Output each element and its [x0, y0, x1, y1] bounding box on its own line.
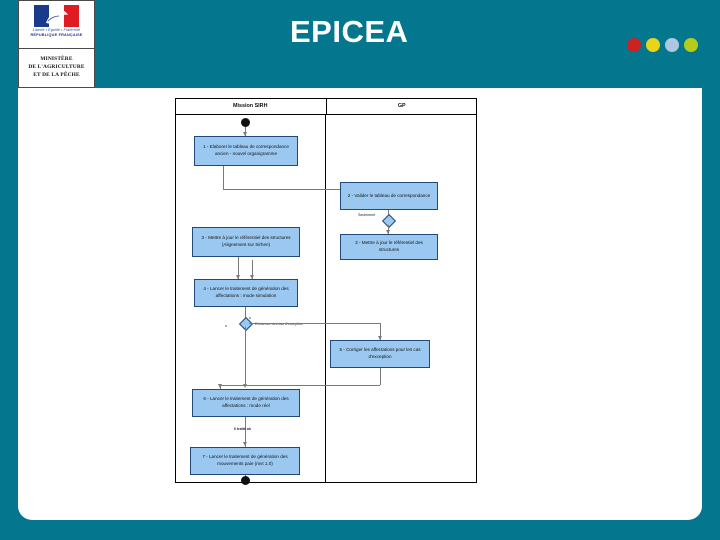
dot-blue-icon — [665, 38, 679, 52]
logo-devise: Liberté • Égalité • Fraternité — [32, 28, 81, 32]
end-node — [241, 476, 250, 485]
edge-step6-step7 — [245, 417, 246, 447]
node-step3-mission[interactable]: 3 - Mettre à jour le référentiel des str… — [192, 227, 300, 257]
edge-label-oui: o — [249, 316, 251, 320]
edge-label-non: n — [225, 324, 227, 328]
edge-label-seulement: Seulement — [358, 213, 376, 217]
edge-step1-down — [223, 166, 224, 189]
edge-step5-down — [380, 368, 381, 385]
arrow-start-step1 — [243, 132, 247, 136]
arrow-step4 — [236, 275, 240, 279]
decorative-dots — [627, 38, 698, 52]
arrow-step4-b — [250, 275, 254, 279]
node-step2[interactable]: 2 - Valider le tableau de correspondance — [340, 182, 438, 210]
lane-headers: Mission SIRH GP — [175, 98, 477, 115]
arrow-step6-b — [243, 384, 247, 388]
edge-step1-right — [223, 189, 388, 190]
node-step4[interactable]: 4 - Lancer le traitement de génération d… — [194, 279, 298, 307]
logo-ministry-cell: MINISTÈRE DE L'AGRICULTURE ET DE LA PÊCH… — [19, 49, 94, 87]
swimlane-flowchart: Mission SIRH GP 1 - Elaborer le tableau … — [160, 98, 477, 490]
french-flag-icon — [33, 5, 80, 27]
marianne-icon — [45, 10, 68, 24]
ministry-line-1: MINISTÈRE — [40, 56, 73, 63]
logo-republique-label: RÉPUBLIQUE FRANÇAISE — [30, 33, 83, 37]
edge-gw-step5 — [380, 323, 381, 340]
edge-gw-down — [245, 327, 246, 385]
page-title: EPICEA — [290, 14, 409, 49]
edge-step3-step4 — [238, 257, 239, 279]
arrow-step3b — [386, 230, 390, 234]
lane-divider — [325, 115, 326, 483]
logo-flag-cell: Liberté • Égalité • Fraternité RÉPUBLIQU… — [19, 1, 94, 49]
dot-green-icon — [684, 38, 698, 52]
arrow-step5 — [378, 336, 382, 340]
edge-gw-right — [249, 323, 380, 324]
edge-step5-left — [220, 385, 380, 386]
node-step1[interactable]: 1 - Elaborer le tableau de correspondanc… — [194, 136, 298, 166]
ministry-line-3: ET DE LA PÊCHE — [33, 71, 80, 78]
republique-francaise-logo: Liberté • Égalité • Fraternité RÉPUBLIQU… — [18, 0, 95, 88]
edge-step4-gw — [245, 307, 246, 322]
edge-label-traitement-ok: 6 traité ok — [234, 427, 251, 431]
lane-header-mission-sirh: Mission SIRH — [175, 98, 327, 114]
edge-label-gw-question: Existence des cas d'exception — [255, 322, 304, 326]
ministry-line-2: DE L'AGRICULTURE — [28, 64, 85, 71]
content-panel: Mission SIRH GP 1 - Elaborer le tableau … — [18, 88, 702, 520]
node-step6[interactable]: 6 - Lancer le traitement de génération d… — [192, 389, 300, 417]
node-step7[interactable]: 7 - Lancer le traitement de génération d… — [190, 447, 300, 475]
edge-gw-step3b — [388, 225, 389, 234]
lane-header-gp: GP — [397, 103, 406, 109]
edge-start-step1 — [245, 127, 246, 136]
arrow-step7 — [243, 442, 247, 446]
dot-red-icon — [627, 38, 641, 52]
dot-yellow-icon — [646, 38, 660, 52]
start-node — [241, 118, 250, 127]
arrow-step6-a — [218, 384, 222, 388]
node-step3-gp[interactable]: 3 - Mettre à jour le référentiel des str… — [340, 234, 438, 260]
edge-step3gp-step4 — [252, 260, 253, 279]
node-step5[interactable]: 5 - Corriger les affectations pour les c… — [330, 340, 430, 368]
